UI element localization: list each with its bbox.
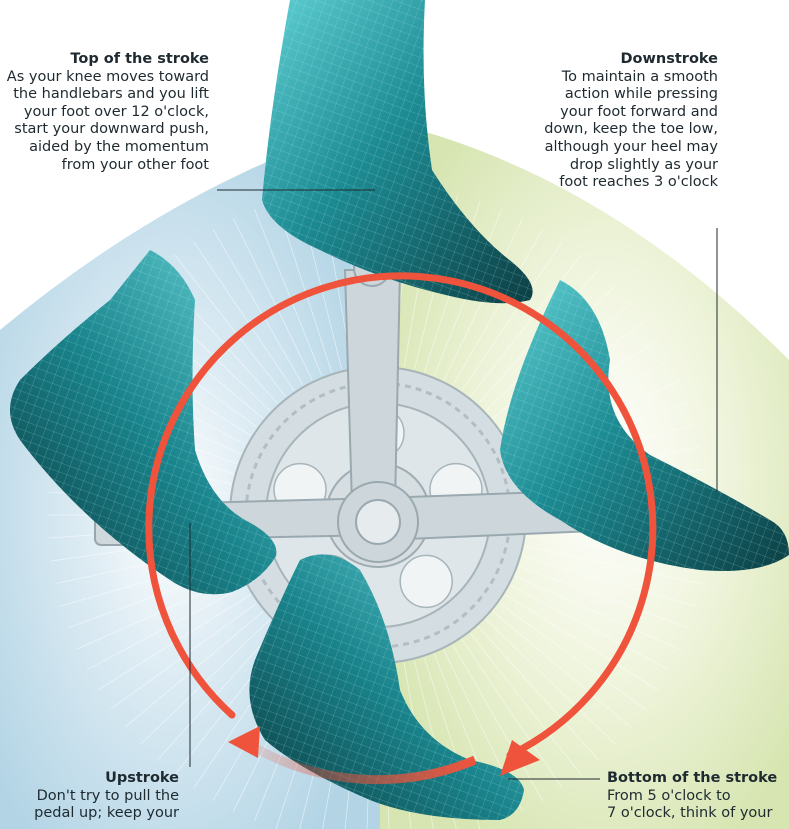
caption-body: From 5 o'clock to 7 o'clock, think of yo… bbox=[607, 788, 789, 823]
caption-title: Upstroke bbox=[0, 770, 179, 788]
caption-upstroke: Upstroke Don't try to pull the pedal up;… bbox=[0, 770, 179, 823]
caption-top-of-stroke: Top of the stroke As your knee moves tow… bbox=[0, 51, 209, 174]
caption-title: Bottom of the stroke bbox=[607, 770, 789, 788]
caption-body: As your knee moves toward the handlebars… bbox=[0, 69, 209, 175]
caption-body: To maintain a smooth action while pressi… bbox=[508, 69, 718, 192]
caption-downstroke: Downstroke To maintain a smooth action w… bbox=[508, 51, 718, 192]
caption-title: Top of the stroke bbox=[0, 51, 209, 69]
caption-body: Don't try to pull the pedal up; keep you… bbox=[0, 788, 179, 823]
caption-title: Downstroke bbox=[508, 51, 718, 69]
caption-bottom-of-stroke: Bottom of the stroke From 5 o'clock to 7… bbox=[607, 770, 789, 823]
